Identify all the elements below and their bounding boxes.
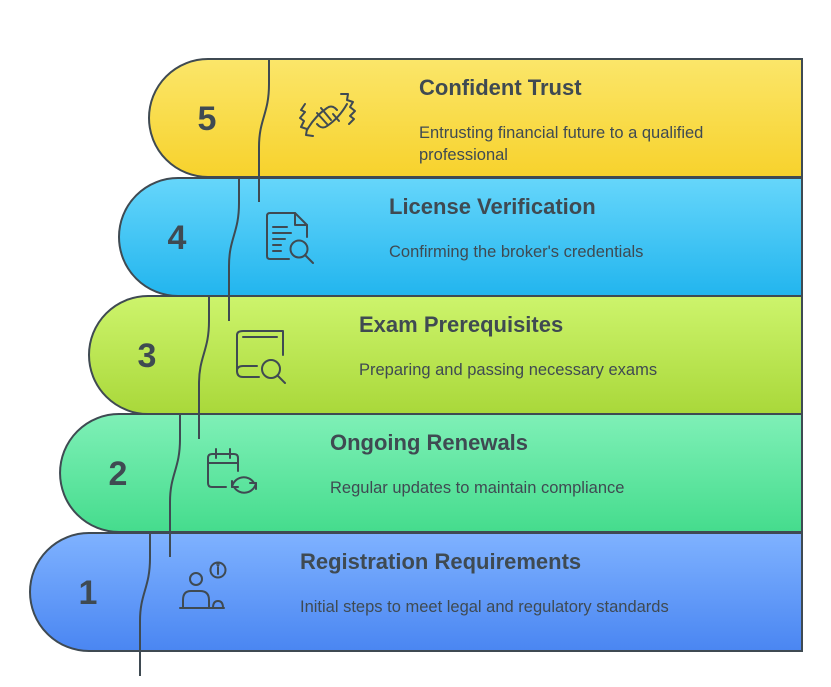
step-description: Regular updates to maintain compliance [330, 479, 624, 497]
step-description: Initial steps to meet legal and regulato… [300, 598, 669, 616]
step-number: 5 [198, 100, 217, 138]
step-band [59, 413, 803, 533]
handshake-icon [299, 93, 356, 137]
step-description: Preparing and passing necessary exams [359, 361, 657, 379]
step-divider [258, 59, 270, 202]
step-band [88, 295, 803, 415]
step-number: 2 [109, 455, 128, 493]
step-number: 1 [79, 574, 98, 612]
calendar-refresh-icon [207, 448, 257, 494]
step-description: Confirming the broker's credentials [389, 243, 643, 261]
step-band [148, 58, 803, 178]
step-title: Registration Requirements [300, 549, 581, 574]
step-band [29, 532, 803, 652]
step-title: Confident Trust [419, 75, 582, 100]
document-search-icon [266, 212, 314, 264]
step-title: Exam Prerequisites [359, 312, 563, 337]
step-number: 3 [138, 337, 157, 375]
step-title: Ongoing Renewals [330, 430, 528, 455]
step-title: License Verification [389, 194, 596, 219]
step-number: 4 [168, 219, 187, 257]
user-info-icon [179, 561, 227, 609]
step-divider [228, 178, 240, 321]
step-band [118, 177, 803, 297]
step-divider [198, 296, 210, 439]
step-divider [139, 533, 151, 676]
step-description: Entrusting financial future to a qualifi… [419, 124, 703, 142]
step-description: professional [419, 146, 508, 164]
step-divider [169, 414, 181, 557]
book-search-icon [236, 330, 286, 384]
